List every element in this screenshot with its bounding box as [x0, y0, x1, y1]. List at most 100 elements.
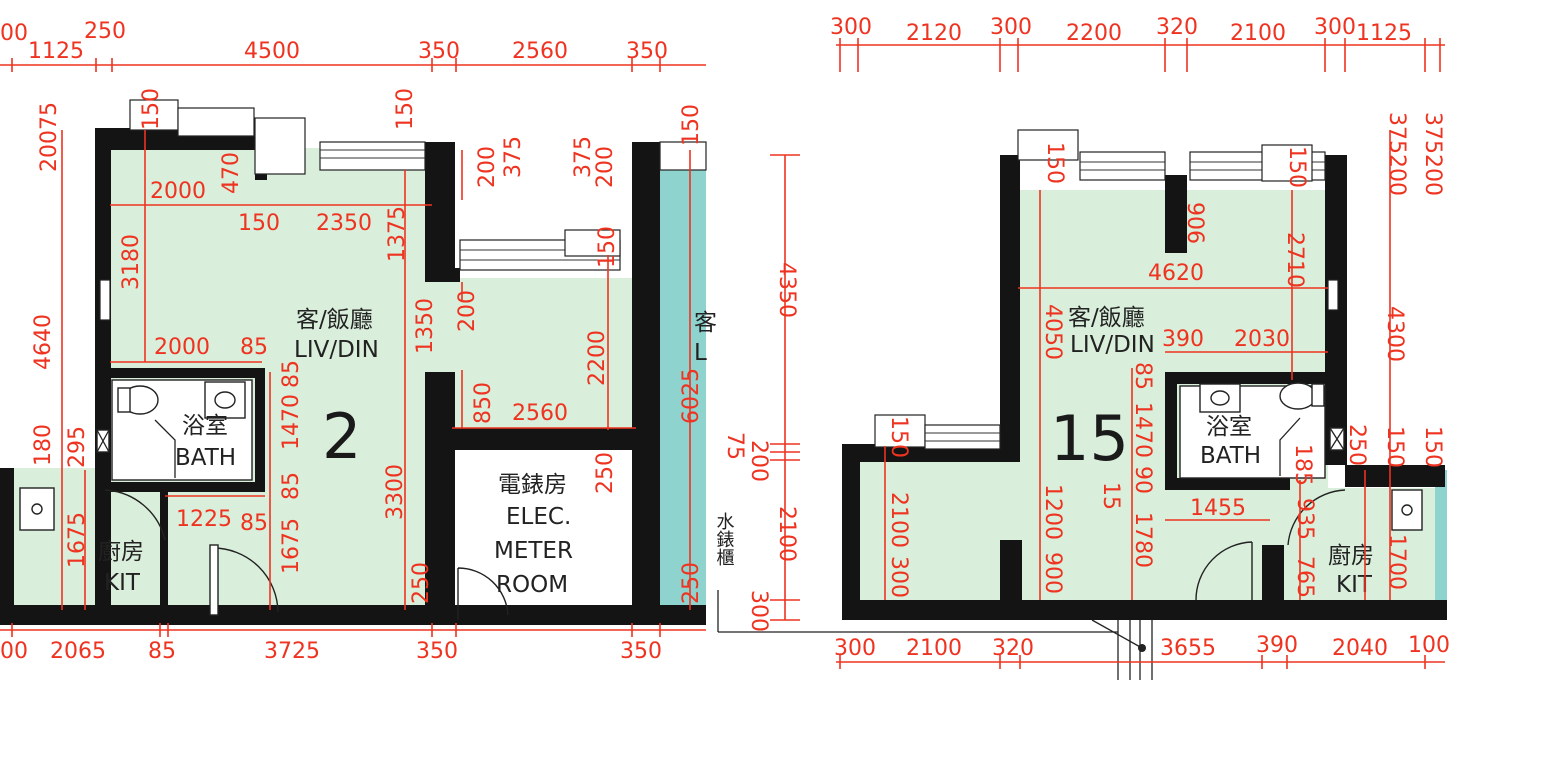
u15-dim-inner-18: 15: [1098, 482, 1123, 510]
u15-dim-left-2: 200: [746, 440, 771, 482]
u2-dim-inner-13: 3180: [119, 234, 144, 290]
u2-dim-inner-2: 470: [219, 152, 244, 194]
u2-dim-inner-32: 250: [679, 562, 704, 604]
unit-15-toilet-icon: [1279, 382, 1317, 410]
unit-2-kitchen-label-en: KIT: [104, 570, 141, 596]
u2-dim-top-7: 350: [626, 39, 668, 64]
unit-15-bath-label-zh: 浴室: [1206, 414, 1252, 440]
u15-dim-right-2: 200: [1384, 154, 1409, 196]
u15-dim-inner-20: 1455: [1190, 496, 1246, 521]
unit-15-living-extension: [860, 460, 1020, 600]
u15-dim-top-2: 2120: [906, 21, 962, 46]
u15-dim-inner-4: 2710: [1282, 232, 1307, 288]
unit-15-entry-door-swing: [1195, 541, 1253, 601]
meter-room-label-en-2: METER: [494, 538, 573, 564]
u15-dim-inner-10: 1470: [1130, 402, 1155, 458]
u15-dim-top-1: 300: [830, 15, 872, 40]
u15-dim-inner-1: 150: [1042, 142, 1067, 184]
meter-room-door-swing: [457, 567, 509, 620]
u15-dim-inner-13: 2100: [886, 492, 911, 548]
u2-dim-inner-6: 150: [393, 88, 418, 130]
unit-15-bath-label-en: BATH: [1200, 443, 1261, 469]
u2-dim-top-1: 00: [0, 21, 28, 46]
u2-dim-bottom-3: 85: [148, 639, 176, 664]
u15-dim-inner-15: 1200: [1040, 484, 1065, 540]
u15-dim-top-4: 2200: [1066, 21, 1122, 46]
u15-dim-inner-8: 2030: [1234, 327, 1290, 352]
u2-dim-inner-14: 150: [595, 226, 620, 268]
u15-dim-inner-11: 250: [1344, 424, 1369, 466]
u2-dim-inner-17: 2200: [585, 330, 610, 386]
u15-dim-top-3: 300: [990, 15, 1032, 40]
u15-dim-right-7: 150: [1420, 426, 1445, 468]
u15-dim-top-7: 300: [1314, 15, 1356, 40]
unit-2-kitchen-area-2: [110, 490, 165, 616]
unit-2-bath-label-en: BATH: [175, 445, 236, 471]
u2-dim-inner-30: 250: [593, 452, 618, 494]
u15-dim-bottom-2: 2100: [906, 636, 962, 661]
unit-2-kitchen-area: [0, 468, 110, 616]
u2-dim-top-3: 250: [84, 19, 126, 44]
u2-dim-top-2: 1125: [28, 39, 84, 64]
u15-dim-inner-9: 85: [1130, 362, 1155, 390]
u2-dim-bottom-2: 2065: [50, 639, 106, 664]
u15-dim-bottom-1: 300: [834, 636, 876, 661]
unit-15-kitchen-label-en: KIT: [1336, 572, 1373, 598]
unit-2-plan: 客/飯廳 LIV/DIN 2 浴室 BATH 廚房 KIT 電錶房 ELEC. …: [0, 19, 717, 664]
u15-dim-top-8: 1125: [1356, 21, 1412, 46]
u15-dim-inner-5: 4620: [1148, 261, 1204, 286]
u2-dim-inner-9: 375: [501, 136, 526, 178]
unit-15-number: 15: [1050, 402, 1129, 475]
meter-room-label-en-1: ELEC.: [506, 504, 571, 530]
u2-dim-inner-23: 2560: [512, 401, 568, 426]
u2-dim-top-6: 2560: [512, 39, 568, 64]
u15-dim-right-5: 4300: [1382, 306, 1407, 362]
u2-dim-inner-15: 1350: [413, 298, 438, 354]
adjacent-unit-15-teal: [1435, 470, 1447, 600]
u2-dim-inner-16: 200: [455, 290, 480, 332]
u2-dim-bottom-1: 00: [0, 639, 28, 664]
u15-dim-inner-16: 900: [1040, 552, 1065, 594]
unit-2-living-extension: [430, 278, 635, 430]
u2-dim-inner-1: 150: [139, 88, 164, 130]
u15-dim-bottom-4: 3655: [1160, 636, 1216, 661]
u15-dim-right-6: 150: [1382, 426, 1407, 468]
u2-dim-inner-21: 1470: [279, 394, 304, 450]
adjacent-unit-teal: [660, 170, 706, 620]
u15-dim-bottom-5: 390: [1256, 633, 1298, 658]
u15-dim-inner-12: 150: [886, 416, 911, 458]
u15-dim-top-5: 320: [1156, 15, 1198, 40]
unit-2-bath-label-zh: 浴室: [182, 413, 228, 439]
u2-dim-inner-19: 85: [240, 335, 268, 360]
u2-dim-inner-4: 150: [238, 211, 280, 236]
unit-15-kitchen-door-swing: [1287, 489, 1346, 546]
unit-15-living-label-zh: 客/飯廳: [1068, 305, 1145, 331]
u2-dim-inner-18: 2000: [154, 335, 210, 360]
u15-dim-inner-19: 185: [1290, 444, 1315, 486]
u15-dim-bottom-3: 320: [992, 636, 1034, 661]
unit-2-kitchen-label-zh: 廚房: [98, 539, 144, 565]
u2-dim-inner-7: 1375: [385, 206, 410, 262]
u2-dim-left-2: 4640: [31, 314, 56, 370]
u2-dim-left-5: 1675: [65, 512, 90, 568]
u15-dim-inner-23: 765: [1292, 556, 1317, 598]
u2-dim-left-4: 295: [65, 426, 90, 468]
u15-dim-inner-7: 390: [1162, 327, 1204, 352]
u15-dim-left-1: 4350: [774, 262, 799, 318]
water-meter-cabinet-label: 水錶櫃: [714, 512, 735, 566]
u2-dim-inner-10: 375: [571, 136, 596, 178]
u15-dim-left-4: 2100: [774, 506, 799, 562]
unit-15-kitchen-area: [1285, 488, 1395, 600]
u2-dim-inner-31: 6025: [679, 368, 704, 424]
u15-dim-inner-6: 4050: [1040, 304, 1065, 360]
u15-dim-left-5: 300: [746, 590, 771, 632]
u2-dim-top-5: 350: [418, 39, 460, 64]
unit-15-plan: 客/飯廳 LIV/DIN 15 浴室 BATH 廚房 KIT 水錶櫃: [714, 15, 1450, 680]
u15-dim-bottom-7: 100: [1408, 633, 1450, 658]
u2-dim-inner-28: 85: [240, 511, 268, 536]
u2-dim-bottom-6: 350: [620, 639, 662, 664]
u15-dim-right-1: 375: [1384, 112, 1409, 154]
u2-dim-inner-25: 250: [409, 562, 434, 604]
u15-dim-inner-3: 906: [1182, 202, 1207, 244]
